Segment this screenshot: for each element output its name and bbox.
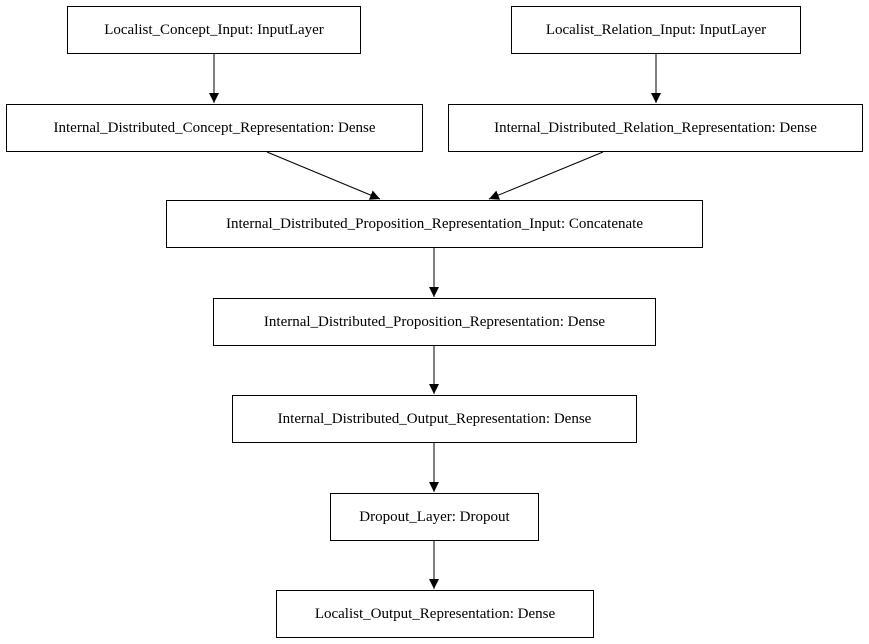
node-label: Localist_Concept_Input: InputLayer [104,21,324,38]
node-label: Internal_Distributed_Proposition_Represe… [263,313,606,330]
node-proposition-representation-input: Internal_Distributed_Proposition_Represe… [166,200,703,248]
node-localist-relation-input: Localist_Relation_Input: InputLayer [511,6,801,54]
node-label: Dropout_Layer: Dropout [359,508,510,525]
node-dropout-layer: Dropout_Layer: Dropout [330,493,539,541]
node-internal-distributed-concept-representation: Internal_Distributed_Concept_Representat… [6,104,423,152]
node-label: Internal_Distributed_Proposition_Represe… [226,215,643,232]
node-label: Internal_Distributed_Concept_Representat… [53,119,376,136]
edge-relation-rep-to-prop-input [488,151,604,200]
edge-concept-rep-to-prop-input [266,151,381,200]
node-localist-output-representation: Localist_Output_Representation: Dense [276,590,594,638]
node-internal-distributed-relation-representation: Internal_Distributed_Relation_Representa… [448,104,863,152]
node-label: Localist_Output_Representation: Dense [314,605,556,622]
node-localist-concept-input: Localist_Concept_Input: InputLayer [67,6,361,54]
node-label: Internal_Distributed_Output_Representati… [277,410,592,427]
node-label: Internal_Distributed_Relation_Representa… [494,119,817,136]
node-proposition-representation: Internal_Distributed_Proposition_Represe… [213,298,656,346]
node-label: Localist_Relation_Input: InputLayer [545,21,767,38]
node-internal-distributed-output-representation: Internal_Distributed_Output_Representati… [232,395,637,443]
